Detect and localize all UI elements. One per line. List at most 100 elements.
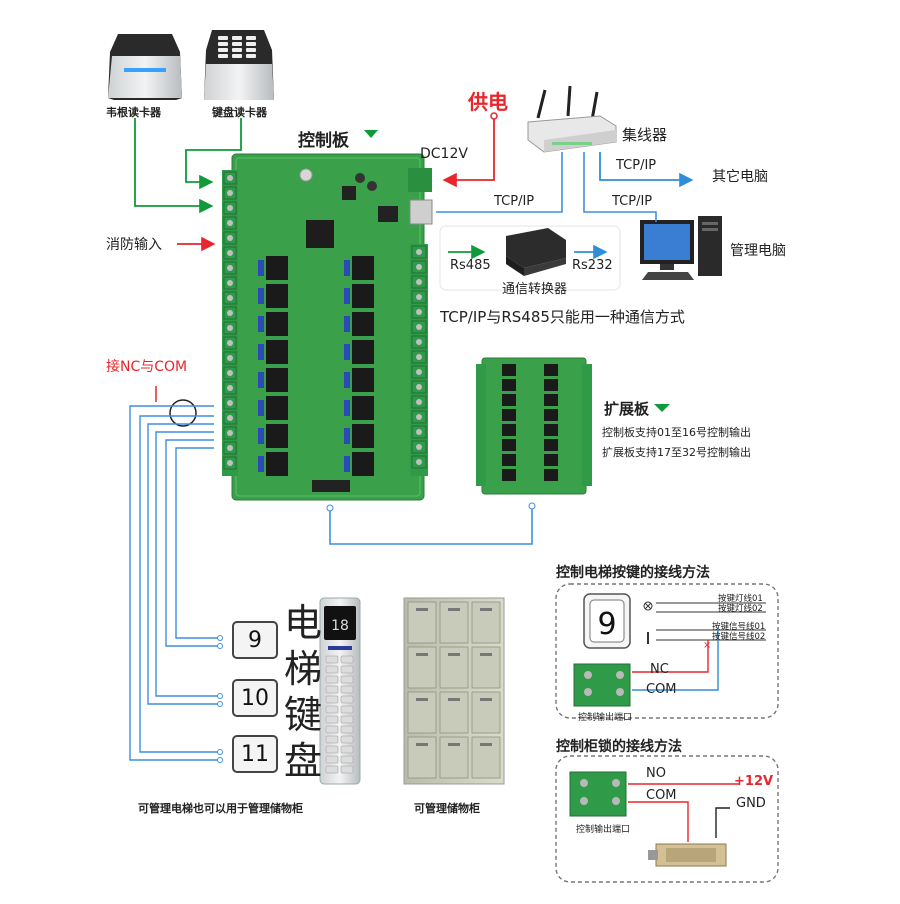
terminal-screw — [416, 264, 422, 270]
relay-led — [344, 316, 350, 332]
relay — [502, 454, 516, 466]
panel-key — [325, 705, 339, 714]
relay — [352, 368, 374, 392]
converter-icon — [439, 225, 621, 291]
relay — [544, 469, 558, 481]
terminal-screw — [416, 429, 422, 435]
terminal-screw — [227, 310, 233, 316]
panel-key — [325, 665, 339, 674]
nc-label: NC — [650, 662, 669, 677]
keypad-key — [246, 48, 256, 52]
relay — [502, 364, 516, 376]
relay — [502, 439, 516, 451]
keypad-key — [232, 42, 242, 46]
converter-label: 通信转换器 — [502, 282, 568, 297]
wire-terminal — [217, 635, 223, 641]
panel-key — [340, 715, 354, 724]
output-port2-label: 控制输出端口 — [576, 825, 631, 835]
relay-led — [344, 372, 350, 388]
caption-elevator: 可管理电梯也可以用于管理储物柜 — [138, 802, 303, 815]
elevator-wire — [165, 439, 218, 647]
terminal-screw — [416, 279, 422, 285]
relay — [502, 424, 516, 436]
relay — [266, 368, 288, 392]
relay-led — [258, 260, 264, 276]
terminal-screw — [227, 445, 233, 451]
panel-key — [325, 735, 339, 744]
panel-key — [340, 705, 354, 714]
keypad-key — [218, 42, 228, 46]
terminal-screw — [416, 384, 422, 390]
fire-input-label: 消防输入 — [106, 237, 162, 253]
management-pc-icon — [640, 216, 722, 280]
tcpip-label-2: TCP/IP — [494, 194, 535, 209]
relay-led — [258, 428, 264, 444]
terminal-screw — [416, 369, 422, 375]
terminal-screw — [227, 190, 233, 196]
relay — [266, 284, 288, 308]
com2-label: COM — [646, 788, 677, 803]
keypad-key — [218, 36, 228, 40]
weigand-reader-icon — [108, 34, 182, 100]
relay-led — [258, 400, 264, 416]
relay — [544, 379, 558, 391]
elevator-wire — [129, 405, 218, 761]
panel-key — [325, 655, 339, 664]
floor-button-10: 10 — [232, 679, 278, 717]
relay — [352, 452, 374, 476]
panel-key — [325, 755, 339, 764]
terminal-screw — [416, 339, 422, 345]
plus12v-label: +12V — [734, 774, 774, 789]
relay — [502, 379, 516, 391]
dc12v-label: DC12V — [420, 146, 468, 162]
wire-terminal — [217, 643, 223, 649]
terminal-screw — [227, 220, 233, 226]
svg-text:×: × — [703, 640, 711, 651]
elevator-wiring-box: 9 × — [555, 583, 779, 719]
relay-led — [344, 456, 350, 472]
wire-terminal — [217, 757, 223, 763]
terminal-screw — [227, 460, 233, 466]
terminal-screw — [227, 265, 233, 271]
relay — [352, 424, 374, 448]
com-label: COM — [646, 682, 677, 697]
relay-led — [344, 344, 350, 360]
keypad-key — [246, 54, 256, 58]
locker-vent — [448, 698, 460, 701]
relay — [352, 312, 374, 336]
relay-led — [258, 288, 264, 304]
terminal-screw — [227, 430, 233, 436]
terminal-screw — [227, 295, 233, 301]
relay-led — [344, 428, 350, 444]
connection-lines — [129, 112, 694, 763]
terminal-screw — [227, 235, 233, 241]
electric-lock-icon — [648, 843, 727, 867]
floor-button-9: 9 — [232, 621, 278, 659]
terminal-screw — [416, 414, 422, 420]
panel-key — [340, 755, 354, 764]
no-label: NO — [646, 766, 666, 781]
panel-key — [340, 735, 354, 744]
terminal-screw — [227, 415, 233, 421]
elevator-keyboard-label: 电梯键盘 — [284, 601, 323, 783]
tcpip-label-3: TCP/IP — [612, 194, 653, 209]
elevator-panel-icon: 18 — [319, 597, 361, 785]
panel-key — [340, 685, 354, 694]
panel-key — [325, 675, 339, 684]
relay — [544, 454, 558, 466]
cabinet-lock-title: 控制柜锁的接线方法 — [556, 739, 682, 755]
relay — [544, 394, 558, 406]
output-port-label: 控制输出端口 — [578, 713, 633, 723]
locker-vent — [480, 653, 492, 656]
wire-label-2: 按键灯线02 — [718, 604, 763, 614]
elevator-wire — [155, 431, 218, 697]
router-icon — [527, 85, 617, 153]
elevator-wire — [147, 423, 218, 705]
keypad-reader-label: 键盘读卡器 — [212, 106, 267, 119]
relay — [544, 409, 558, 421]
relay-led — [344, 288, 350, 304]
panel-key — [340, 665, 354, 674]
panel-key — [325, 725, 339, 734]
